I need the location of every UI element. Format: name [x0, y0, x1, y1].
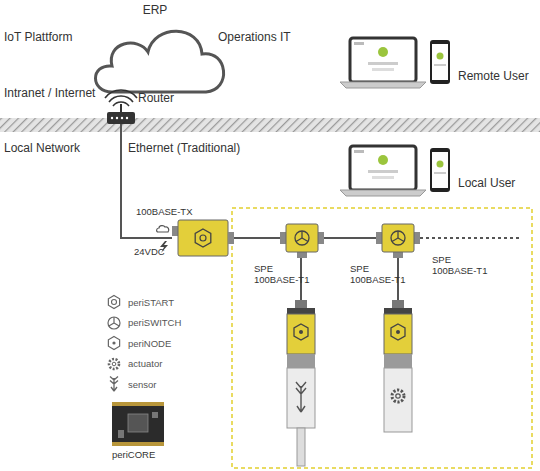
legend-text: actuator — [128, 358, 162, 369]
perinode-actuator — [384, 300, 412, 432]
text-label: IoT Plattform — [4, 31, 104, 45]
text-label: 24VDC — [134, 247, 174, 258]
text-label: Ethernet (Traditional) — [128, 142, 278, 156]
text-label: Router — [138, 92, 198, 106]
text-label: Local User — [458, 177, 538, 191]
peristart-device — [172, 220, 234, 256]
spe-wire — [324, 237, 376, 239]
legend-text: periSTART — [128, 297, 174, 308]
text-label: Local Network — [4, 142, 104, 156]
legend-entry: periSWITCH — [106, 315, 181, 331]
spe-region — [232, 208, 532, 468]
text-label: SPE 100BASE-T1 — [350, 264, 412, 286]
text-label: ERP — [130, 4, 180, 18]
text-label: SPE 100BASE-T1 — [254, 264, 316, 286]
legend-text: sensor — [128, 379, 157, 390]
text-label: SPE 100BASE-T1 — [432, 255, 494, 277]
legend-text: periNODE — [128, 338, 171, 349]
text-label: Remote User — [458, 70, 538, 84]
network-boundary — [0, 118, 540, 132]
remote-devices — [340, 38, 450, 88]
local-devices — [340, 146, 450, 196]
legend-symbol — [106, 335, 122, 351]
pericore-board — [112, 402, 164, 446]
legend-symbol — [106, 294, 122, 310]
periswitch-device — [280, 224, 324, 258]
legend-entry: periSTART — [106, 294, 174, 310]
router-icon — [105, 90, 137, 124]
legend-text: periSWITCH — [128, 317, 181, 328]
text-label: Intranet / Internet — [4, 87, 114, 101]
text-label: 100BASE-TX — [136, 207, 206, 218]
cloud-shape — [96, 31, 224, 92]
perinode-sensor — [287, 300, 315, 466]
periswitch-device — [376, 224, 420, 258]
legend-symbol — [106, 376, 122, 392]
spe-wire — [234, 237, 280, 239]
legend-entry: periNODE — [106, 335, 171, 351]
cloud-symbol — [157, 226, 169, 232]
text-label: Operations IT — [218, 31, 318, 45]
spe-wire — [420, 237, 520, 239]
text-label: periCORE — [112, 450, 182, 461]
legend-symbol — [106, 315, 122, 331]
legend-entry: sensor — [106, 376, 157, 392]
legend-symbol — [106, 356, 122, 372]
legend-entry: actuator — [106, 356, 162, 372]
